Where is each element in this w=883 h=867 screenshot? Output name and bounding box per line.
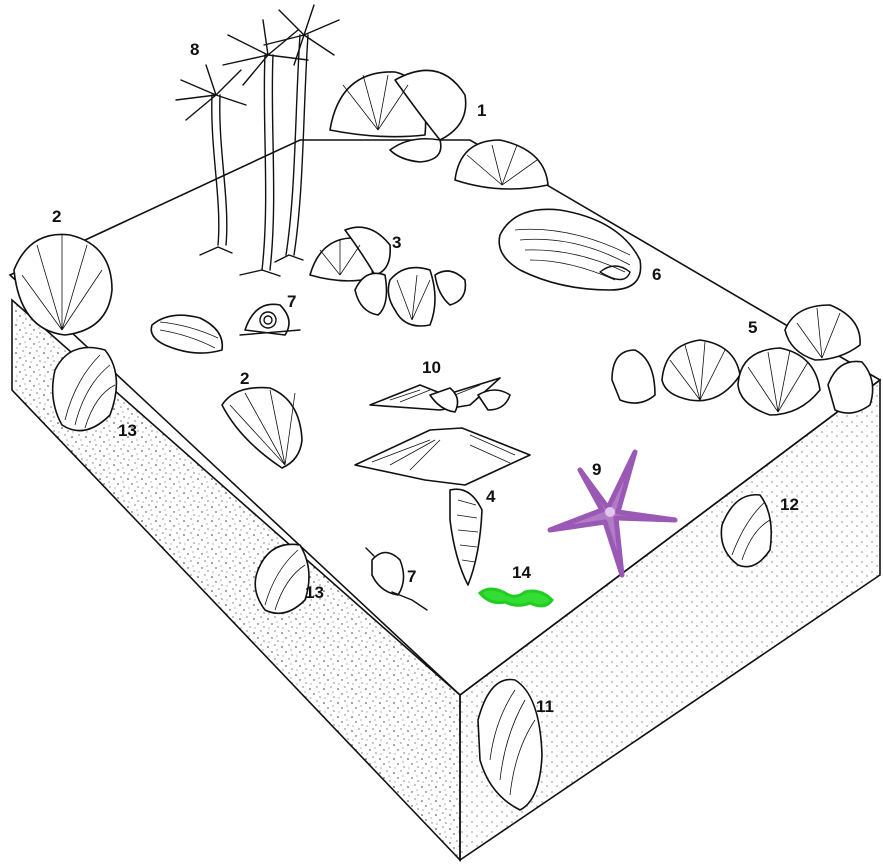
shell-13-upper: [53, 348, 117, 431]
label-2b: 2: [240, 369, 249, 388]
label-13b: 13: [305, 583, 324, 602]
label-13a: 13: [118, 421, 137, 440]
label-1: 1: [477, 101, 486, 120]
label-8: 8: [190, 40, 199, 59]
label-7b: 7: [407, 567, 416, 586]
label-2a: 2: [52, 207, 61, 226]
label-10: 10: [422, 358, 441, 377]
label-9: 9: [592, 460, 601, 479]
label-11: 11: [536, 697, 554, 716]
label-12: 12: [780, 495, 799, 514]
label-6: 6: [652, 265, 661, 284]
label-4: 4: [486, 487, 496, 506]
label-5: 5: [748, 318, 757, 337]
label-7a: 7: [287, 292, 296, 311]
label-14: 14: [512, 563, 531, 582]
label-3: 3: [392, 233, 401, 252]
